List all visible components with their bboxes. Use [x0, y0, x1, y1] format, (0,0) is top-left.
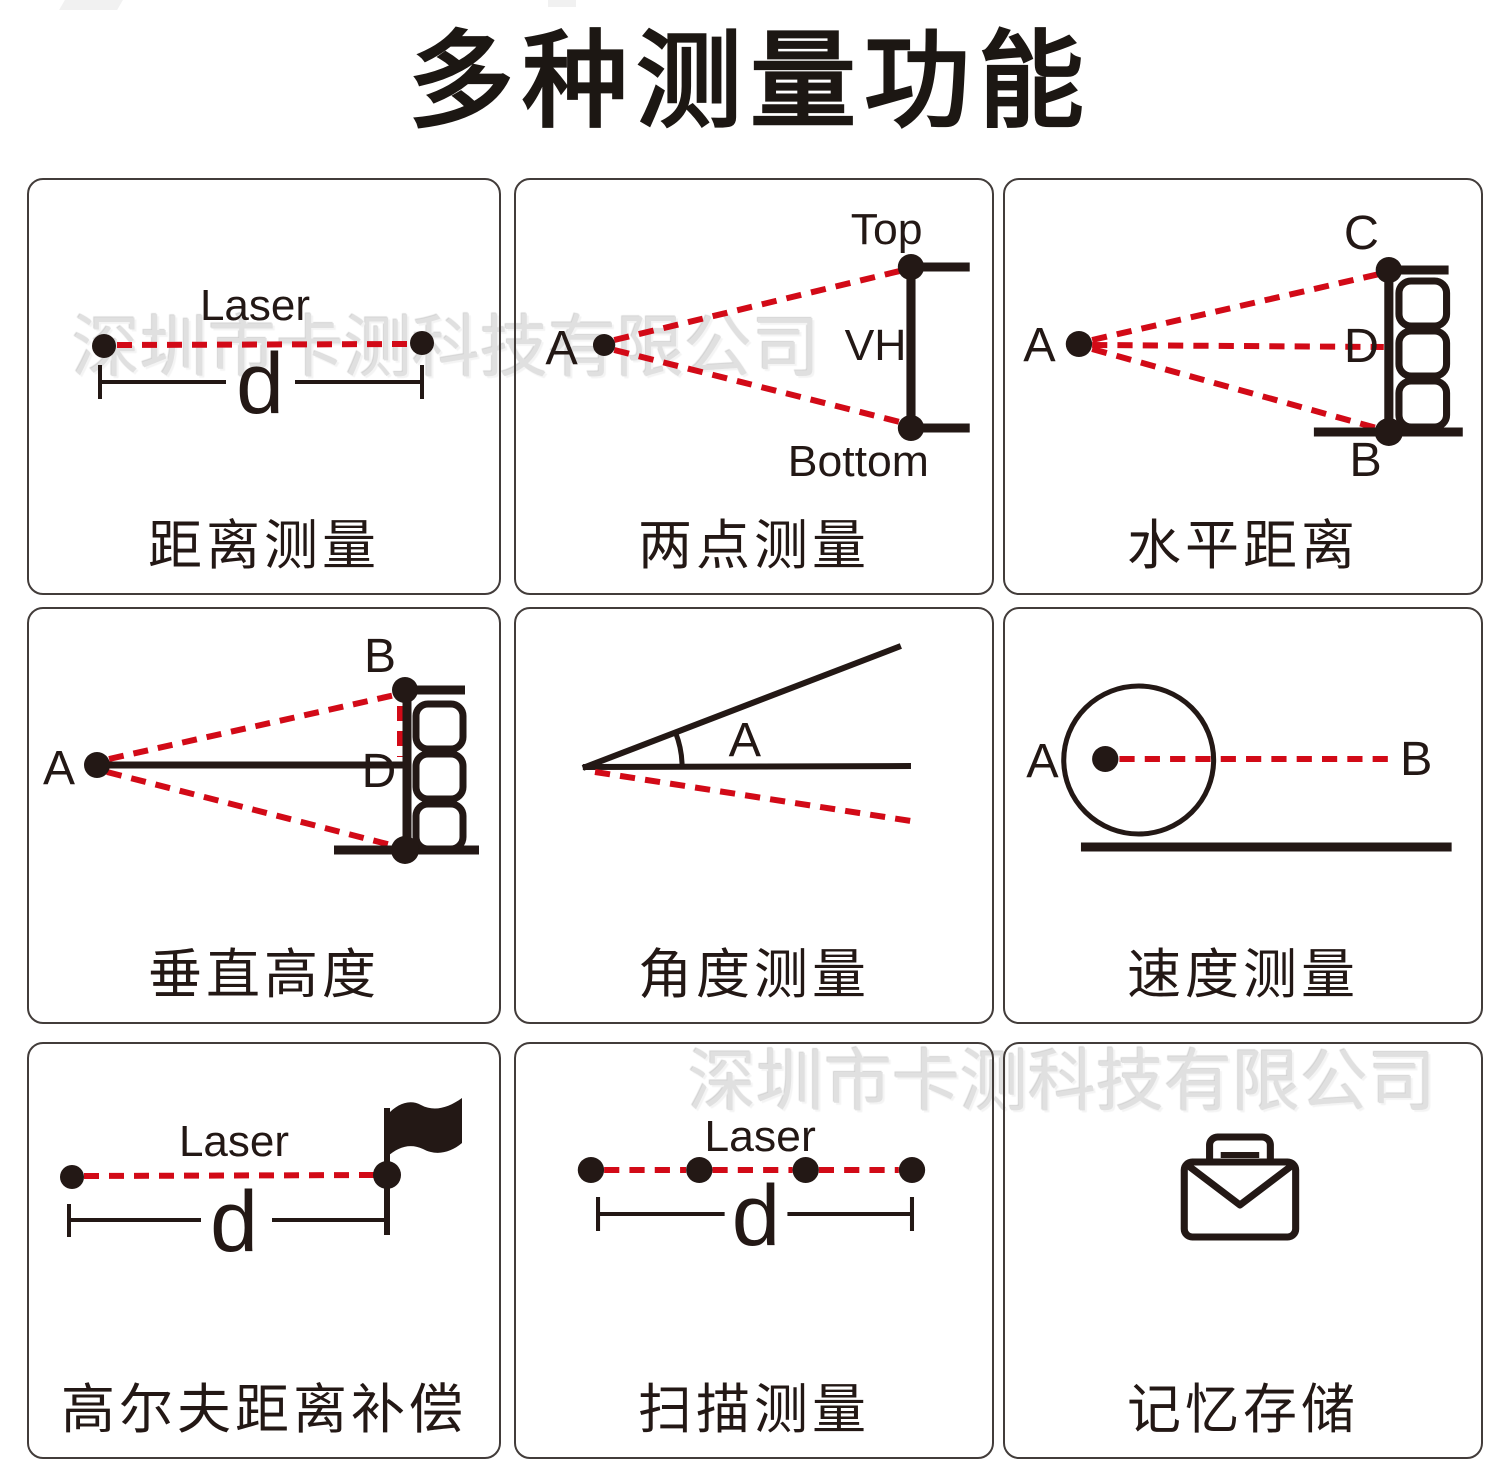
card-horizontal-distance: A C D B 水平距离 [1003, 178, 1483, 595]
laser-beam-bottom [106, 769, 392, 848]
card-speed-measure: A B 速度测量 [1003, 607, 1483, 1024]
dimension-line [67, 1204, 385, 1237]
point-a-label: A [1026, 734, 1059, 788]
laser-start-dot [92, 334, 116, 358]
point-c-dot [1375, 257, 1403, 283]
distance-label: d [210, 1174, 258, 1270]
distance-label: d [236, 336, 284, 432]
laser-label: Laser [704, 1112, 815, 1161]
angle-label: A [729, 713, 762, 767]
point-b-label: B [364, 630, 396, 683]
point-a-dot [592, 334, 616, 356]
cell-caption: 两点测量 [638, 516, 870, 576]
laser-label: Laser [200, 281, 310, 330]
point-a-label: A [545, 321, 578, 375]
cell-caption: 扫描测量 [638, 1380, 870, 1440]
memory-diagram [1180, 1133, 1300, 1241]
point-c-label: C [1344, 206, 1379, 260]
angle-arc [673, 731, 685, 768]
bottom-dot [897, 415, 925, 441]
angle-diagram: A [581, 643, 912, 824]
distance-diagram: Laser d [92, 281, 434, 432]
top-edge-artifact [59, 0, 123, 10]
cell-caption: 速度测量 [1127, 945, 1359, 1005]
cell-caption: 高尔夫距离补偿 [61, 1380, 467, 1440]
envelope-icon [1180, 1133, 1300, 1241]
dimension-line [98, 365, 424, 399]
card-vertical-height: A B D 垂直高度 [27, 607, 501, 1024]
point-a-dot [1092, 746, 1119, 772]
card-angle-measure: A 角度测量 [514, 607, 994, 1024]
horizontal-line [582, 763, 911, 770]
cell-caption: 水平距离 [1127, 516, 1359, 576]
golf-diagram: Laser d [60, 1098, 462, 1270]
ball-circle [1061, 683, 1217, 837]
bottom-label: Bottom [788, 437, 929, 486]
vh-label: VH [845, 321, 907, 370]
cell-caption: 记忆存储 [1127, 1380, 1359, 1440]
laser-end-dot [373, 1161, 401, 1189]
laser-beam-b [1091, 346, 1385, 433]
laser-label: Laser [179, 1117, 289, 1166]
point-a-dot [84, 752, 110, 778]
top-edge-artifact [548, 0, 576, 7]
horizontal-distance-diagram: A C D B [1023, 206, 1463, 487]
target-board [1395, 277, 1451, 431]
point-a-dot [1065, 331, 1093, 357]
card-memory-storage: 记忆存储 [1003, 1042, 1483, 1459]
bottom-dot [391, 836, 419, 864]
top-label: Top [851, 205, 923, 254]
page-title: 多种测量功能 [408, 23, 1092, 141]
point-a-label: A [1023, 318, 1056, 372]
distance-label: d [732, 1168, 780, 1263]
scan-dots [577, 1157, 926, 1183]
laser-beam-d [1092, 342, 1384, 350]
target-pole [906, 262, 970, 433]
cell-caption: 距离测量 [148, 516, 380, 576]
card-two-point-measure: A Top Bottom VH 两点测量 [514, 178, 994, 595]
scan-diagram: Laser d [577, 1112, 926, 1264]
laser-beam-b [108, 692, 396, 762]
laser-start-dot [60, 1165, 84, 1189]
inclined-line [581, 643, 902, 771]
speed-diagram: A B [1026, 683, 1452, 852]
laser-beam [594, 769, 912, 824]
point-d-label: D [1344, 319, 1379, 373]
point-b-label: B [1400, 732, 1432, 786]
point-a-label: A [43, 742, 75, 795]
laser-end-dot [410, 331, 434, 355]
golf-flag-icon [384, 1098, 462, 1235]
point-b-dot [392, 677, 418, 703]
top-dot [897, 254, 925, 280]
card-distance-measure: Laser d 距离测量 [27, 178, 501, 595]
point-b-dot [1374, 418, 1404, 446]
cell-caption: 角度测量 [638, 945, 870, 1005]
vertical-height-diagram: A B D [43, 630, 479, 864]
two-point-diagram: A Top Bottom VH [545, 205, 970, 486]
laser-beam-c [1091, 270, 1385, 343]
watermark-text: 深圳市卡测科技有限公司 [688, 1044, 1437, 1120]
card-golf-compensation: Laser d 高尔夫距离补偿 [27, 1042, 501, 1459]
cell-caption: 垂直高度 [148, 945, 380, 1005]
point-b-label: B [1349, 433, 1381, 487]
dimension-line [596, 1197, 915, 1231]
target-board [412, 700, 467, 853]
card-scan-measure: Laser d 扫描测量 [514, 1042, 994, 1459]
point-d-label: D [362, 745, 397, 798]
